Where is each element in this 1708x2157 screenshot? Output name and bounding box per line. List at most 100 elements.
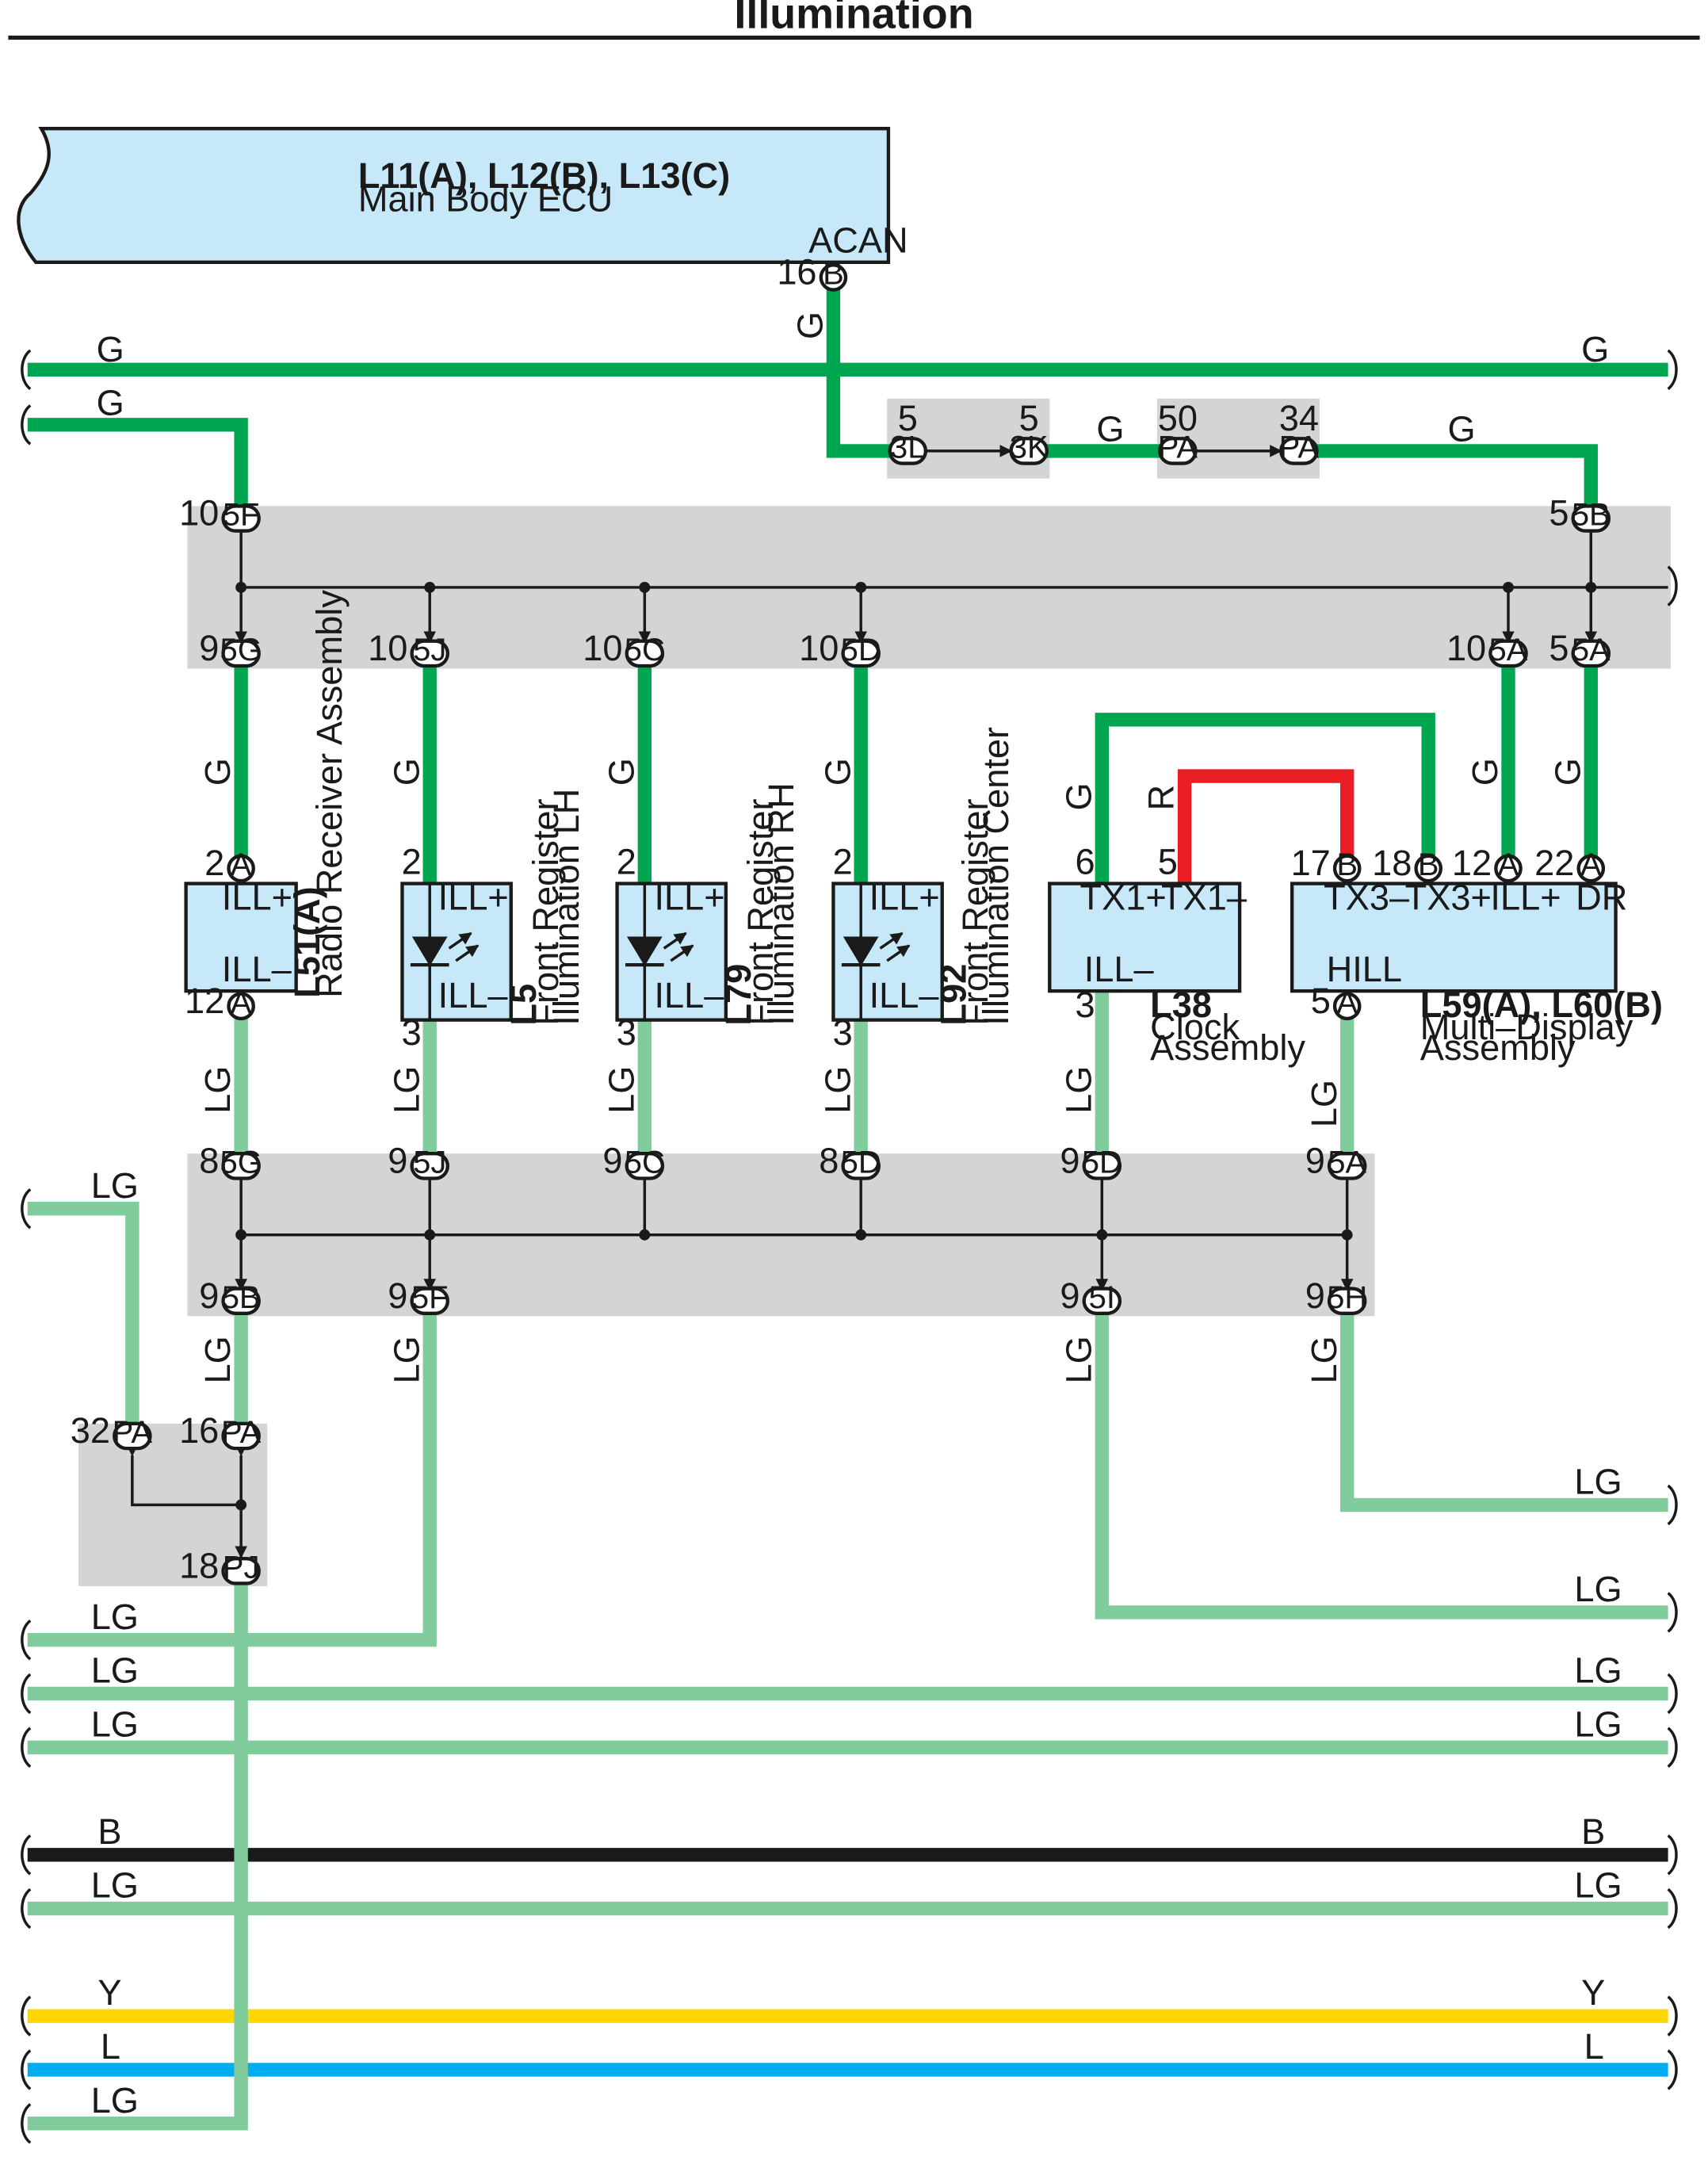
svg-text:LG: LG	[1574, 1461, 1622, 1501]
connector-upper-7-pin: 5	[1549, 628, 1569, 668]
svg-text:LG: LG	[1574, 1569, 1622, 1609]
radio-connector-ill-minus-label: A	[231, 985, 252, 1020]
svg-text:Assembly: Assembly	[1150, 1027, 1305, 1068]
connector-upper-7-label: 5A	[1572, 633, 1611, 667]
svg-text:G: G	[1448, 409, 1476, 449]
connector-lower-5-pin: 9	[1305, 1141, 1325, 1181]
connector-lower-2-pin: 9	[602, 1141, 622, 1181]
connector-lower-6-pin: 9	[199, 1275, 219, 1316]
svg-text:Multi–Display: Multi–Display	[1420, 1007, 1633, 1047]
connector-lower-3-pin: 8	[819, 1141, 839, 1181]
svg-text:G: G	[97, 329, 124, 369]
connector-pa-group-1-pin: 16	[179, 1410, 219, 1451]
connector-pa-group-0-label: PA	[113, 1415, 153, 1450]
svg-text:Clock: Clock	[1150, 1007, 1240, 1047]
svg-text:R: R	[1141, 785, 1182, 811]
svg-text:Illumination LH: Illumination LH	[546, 789, 587, 1026]
svg-text:LG: LG	[197, 1066, 238, 1114]
svg-text:G: G	[1058, 782, 1099, 810]
svg-text:G: G	[1096, 409, 1124, 449]
reg-center-id: L92	[933, 964, 973, 1026]
lg-wires	[27, 992, 1668, 2131]
svg-text:G: G	[97, 383, 124, 423]
connector-lower-4-label: 5D	[1082, 1145, 1122, 1180]
connector-3k: 3K5	[1009, 398, 1049, 465]
connector-lower-4-pin: 9	[1060, 1141, 1079, 1181]
connector-lower-7-pin: 9	[388, 1275, 407, 1316]
reg-lh-pin-plus: 2	[402, 841, 422, 882]
connector-upper-1: 5B5	[1549, 493, 1611, 534]
wire-break-marks	[21, 349, 1678, 2144]
svg-text:LG: LG	[1574, 1650, 1622, 1691]
svg-text:ILL+: ILL+	[438, 878, 509, 918]
reg-center-pin-minus: 3	[833, 1012, 853, 1053]
connector-pa-50-pin: 50	[1158, 398, 1198, 438]
connector-upper-2-label: 5G	[220, 633, 262, 667]
wire-g-clock-to-mfd-tx3p	[1095, 713, 1435, 885]
clock-id: L38	[1150, 985, 1212, 1025]
reg-center-pin-plus: 2	[833, 841, 853, 882]
mfd-connector-tx3-minus-label: B	[1336, 847, 1358, 882]
svg-text:LG: LG	[386, 1336, 426, 1383]
wire-lg-5f-to-left	[27, 1313, 437, 1647]
connector-3l: 3L5	[888, 398, 928, 465]
led-icon	[625, 885, 694, 1019]
bus-wires	[27, 362, 1668, 2077]
mfd-connector-ill-plus-label: A	[1498, 847, 1519, 882]
front-register-illumination-lh: ILL+ ILL– L5 Front Register Illumination…	[400, 789, 587, 1026]
connector-pa-34-pin: 34	[1279, 398, 1319, 438]
svg-text:ILL–: ILL–	[655, 975, 725, 1015]
reg-center-box	[831, 882, 944, 1022]
connector-lower-9-label: 5H	[1327, 1280, 1367, 1315]
radio-receiver-assembly: ILL+ ILL– L51(A) Radio Receiver Assembly	[184, 590, 350, 998]
svg-text:L: L	[1584, 2026, 1604, 2067]
svg-text:LG: LG	[197, 1336, 238, 1383]
mfd-connector-dr-pin: 22	[1534, 843, 1574, 883]
led-icon	[841, 885, 911, 1019]
connector-upper-1-label: 5B	[1572, 498, 1611, 533]
clock-assembly: TX1+ TX1– ILL– L38 Clock Assembly	[1048, 878, 1305, 1068]
connector-3k-label: 3K	[1010, 430, 1049, 465]
clock-pin-tx1-plus: 6	[1076, 841, 1095, 882]
connector-pa-group-2-label: PJ	[223, 1550, 260, 1585]
clock-pin-ill-minus: 3	[1076, 985, 1095, 1025]
svg-text:B: B	[1581, 1811, 1605, 1852]
connector-upper-7: 5A5	[1549, 628, 1611, 668]
mfd-connector-tx3-minus-pin: 17	[1291, 843, 1331, 883]
wire-g-ecu-to-3l	[826, 289, 896, 458]
svg-text:Front Register: Front Register	[525, 798, 566, 1025]
reg-rh-id: L79	[718, 964, 758, 1026]
svg-text:ILL–: ILL–	[222, 949, 292, 989]
svg-text:LG: LG	[91, 1650, 139, 1691]
radio-id: L51(A)	[287, 886, 327, 998]
mfd-connector-tx3-plus-pin: 18	[1372, 843, 1412, 883]
wire-color-labels: G G G G G G G G G G G R G G LG LG LG LG …	[91, 312, 1622, 2121]
svg-text:ILL–: ILL–	[1084, 949, 1155, 989]
reg-lh-pin-minus: 3	[402, 1012, 422, 1053]
connector-upper-4-pin: 10	[583, 628, 622, 668]
ecu-connector-b-label: B	[823, 257, 844, 292]
svg-text:LG: LG	[91, 1597, 139, 1637]
svg-text:LG: LG	[1058, 1066, 1099, 1114]
connector-pa-group-0-pin: 32	[71, 1410, 110, 1451]
connector-lower-1-label: 5J	[413, 1145, 446, 1180]
radio-connector-ill-minus: A12	[185, 981, 255, 1021]
svg-text:LG: LG	[1304, 1080, 1344, 1127]
ecu-name: Main Body ECU	[358, 178, 613, 219]
svg-text:TX1+: TX1+	[1080, 878, 1167, 918]
connector-lower-8-label: 5I	[1089, 1280, 1115, 1315]
connector-upper-4-label: 5C	[625, 633, 665, 667]
ecu-connector-b: B16	[777, 252, 848, 293]
svg-text:TX1–: TX1–	[1161, 878, 1248, 918]
wire-r-clock-to-mfd-tx3m	[1177, 769, 1355, 885]
splice-dots	[235, 581, 1597, 1511]
connector-upper-1-pin: 5	[1549, 493, 1569, 534]
radio-connector-ill-plus-label: A	[231, 847, 252, 882]
connector-upper-0-label: 5F	[223, 498, 260, 533]
